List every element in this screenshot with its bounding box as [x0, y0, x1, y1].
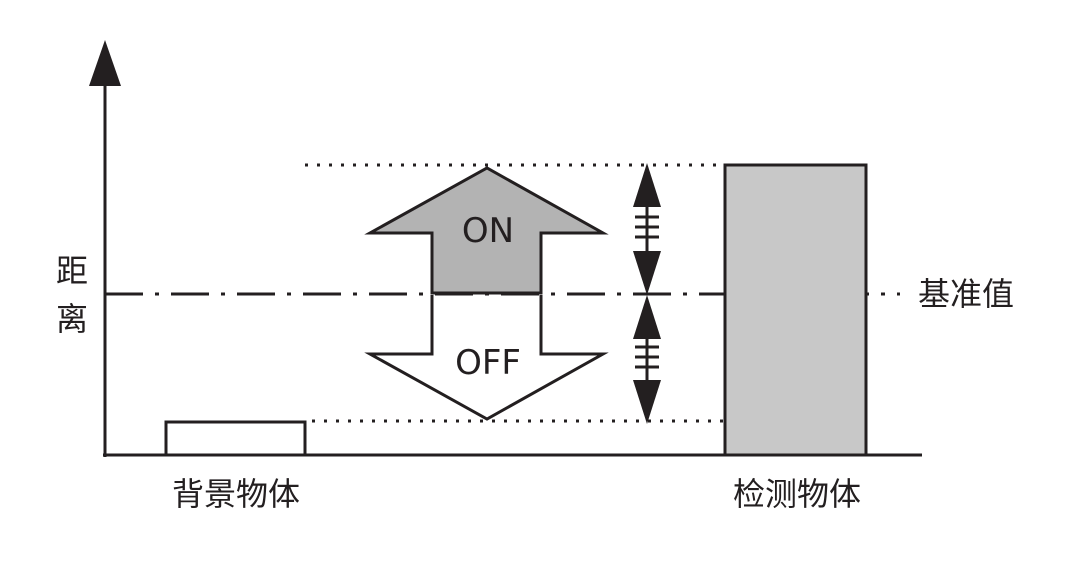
off-arrow: [364, 295, 609, 421]
range-arrowhead-down-mid: [633, 251, 661, 295]
background-object: [164, 420, 307, 457]
y-axis-arrowhead: [89, 40, 121, 86]
hysteresis-range-arrows: [633, 163, 661, 424]
axis-label-char-1: 距: [56, 252, 88, 290]
detected-object: [723, 163, 868, 457]
on-arrow: [364, 166, 609, 295]
background-object-label: 背景物体: [172, 475, 300, 513]
range-arrowhead-up-mid: [633, 295, 661, 339]
range-arrowhead-down-bottom: [633, 380, 661, 424]
reference-label: 基准值: [918, 275, 1014, 313]
on-label: ON: [462, 211, 514, 251]
detected-object-label: 检测物体: [733, 475, 861, 513]
axis-label-char-2: 离: [56, 300, 88, 338]
range-arrowhead-up-top: [633, 163, 661, 207]
off-label: OFF: [455, 343, 521, 383]
